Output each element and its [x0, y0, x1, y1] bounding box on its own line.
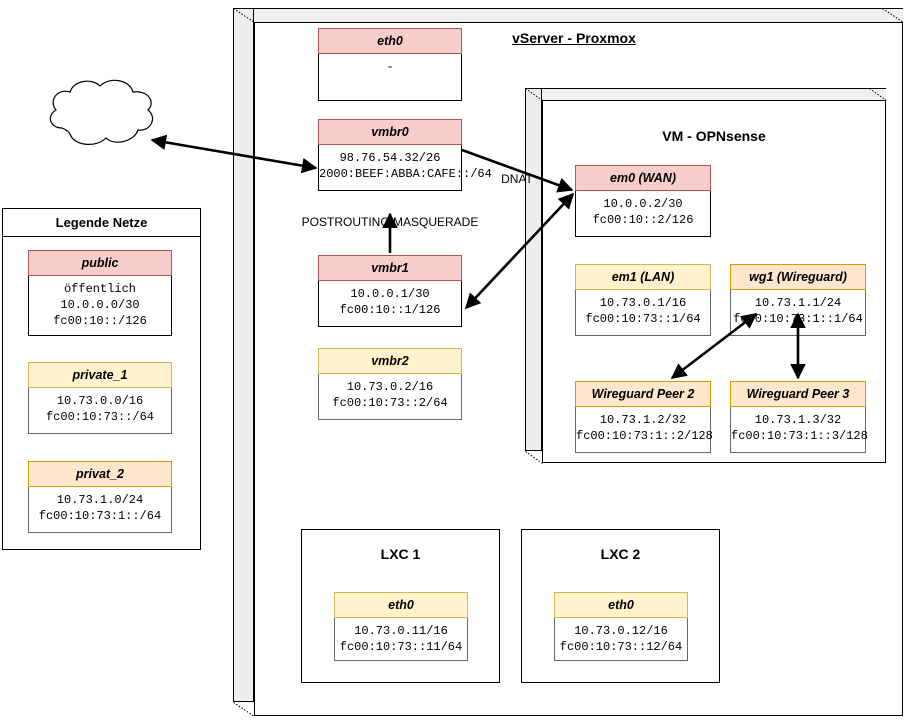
interface-eth0-host-line1: - [386, 60, 394, 74]
interface-eth0-host-name: eth0 [318, 28, 462, 54]
legend-title: Legende Netze [55, 215, 148, 230]
legend-public-line2: 10.0.0.0/30 [60, 298, 140, 312]
interface-vmbr1-line2: fc00:10::1/126 [339, 303, 441, 317]
legend-privat2-name: privat_2 [28, 461, 172, 487]
interface-vmbr0-line1: 98.76.54.32/26 [339, 151, 441, 165]
lxc2-title: LXC 2 [600, 546, 641, 562]
legend-public-line3: fc00:10::/126 [53, 314, 147, 328]
interface-em0-wan: em0 (WAN) 10.0.0.2/30 fc00:10::2/126 [575, 165, 711, 237]
interface-vmbr0-name: vmbr0 [318, 119, 462, 145]
interface-lxc2-eth0-body: 10.73.0.12/16 fc00:10:73::12/64 [554, 618, 688, 661]
legend-privat2-line2: fc00:10:73:1::/64 [38, 509, 162, 523]
wireguard-peer-3-name: Wireguard Peer 3 [730, 381, 866, 407]
interface-em0-line2: fc00:10::2/126 [592, 213, 694, 227]
interface-vmbr2-name: vmbr2 [318, 348, 462, 374]
legend-item-public: public öffentlich 10.0.0.0/30 fc00:10::/… [28, 250, 172, 336]
interface-vmbr2-line2: fc00:10:73::2/64 [332, 396, 448, 410]
interface-em0-line1: 10.0.0.2/30 [603, 197, 683, 211]
page-title: vServer - Proxmox [512, 30, 636, 46]
interface-lxc1-eth0-name: eth0 [334, 592, 468, 618]
wireguard-peer-2-body: 10.73.1.2/32 fc00:10:73:1::2/128 [575, 407, 713, 453]
interface-vmbr1-body: 10.0.0.1/30 fc00:10::1/126 [318, 281, 462, 327]
interface-eth0-host-body: - [318, 54, 462, 101]
proxmox-container-left-face [233, 8, 254, 702]
interface-lxc2-eth0: eth0 10.73.0.12/16 fc00:10:73::12/64 [554, 592, 688, 661]
interface-em0-body: 10.0.0.2/30 fc00:10::2/126 [575, 191, 711, 237]
interface-vmbr2-line1: 10.73.0.2/16 [346, 380, 434, 394]
legend-item-private-1: private_1 10.73.0.0/16 fc00:10:73::/64 [28, 362, 172, 434]
legend-public-body: öffentlich 10.0.0.0/30 fc00:10::/126 [28, 276, 172, 336]
node-wireguard-peer-3: Wireguard Peer 3 10.73.1.3/32 fc00:10:73… [730, 381, 868, 453]
interface-lxc1-eth0-line2: fc00:10:73::11/64 [339, 640, 463, 654]
interface-vmbr1: vmbr1 10.0.0.1/30 fc00:10::1/126 [318, 255, 462, 327]
internet-cloud-icon [49, 79, 153, 145]
wireguard-peer-2-line1: 10.73.1.2/32 [599, 413, 687, 427]
interface-wg1-line1: 10.73.1.1/24 [754, 296, 842, 310]
legend-privat2-line1: 10.73.1.0/24 [56, 493, 144, 507]
legend-public-line1: öffentlich [63, 282, 136, 296]
interface-wg1-body: 10.73.1.1/24 fc00:10:73:1::1/64 [730, 290, 866, 336]
legend-privat2-body: 10.73.1.0/24 fc00:10:73:1::/64 [28, 487, 172, 533]
legend-private1-body: 10.73.0.0/16 fc00:10:73::/64 [28, 388, 172, 434]
interface-em1-body: 10.73.0.1/16 fc00:10:73::1/64 [575, 290, 711, 336]
wireguard-peer-3-line2: fc00:10:73:1::3/128 [731, 429, 868, 443]
interface-eth0-host: eth0 - [318, 28, 462, 101]
interface-wg1-line2: fc00:10:73:1::1/64 [733, 312, 863, 326]
edge-label-masquerade: POSTROUTING MASQUERADE [301, 215, 479, 229]
interface-lxc1-eth0-line1: 10.73.0.11/16 [354, 624, 448, 638]
interface-em1-line2: fc00:10:73::1/64 [585, 312, 701, 326]
interface-lxc2-eth0-line1: 10.73.0.12/16 [574, 624, 668, 638]
interface-em0-name: em0 (WAN) [575, 165, 711, 191]
wireguard-peer-3-line1: 10.73.1.3/32 [754, 413, 842, 427]
interface-wg1-wireguard: wg1 (Wireguard) 10.73.1.1/24 fc00:10:73:… [730, 264, 866, 336]
opnsense-container-top-face [542, 88, 886, 100]
interface-em1-lan: em1 (LAN) 10.73.0.1/16 fc00:10:73::1/64 [575, 264, 711, 336]
legend-public-name: public [28, 250, 172, 276]
interface-vmbr2: vmbr2 10.73.0.2/16 fc00:10:73::2/64 [318, 348, 462, 420]
node-wireguard-peer-2: Wireguard Peer 2 10.73.1.2/32 fc00:10:73… [575, 381, 713, 453]
legend-private1-name: private_1 [28, 362, 172, 388]
lxc1-title: LXC 1 [380, 546, 421, 562]
proxmox-container-top-face [254, 8, 903, 22]
interface-em1-line1: 10.73.0.1/16 [599, 296, 687, 310]
wireguard-peer-2-line2: fc00:10:73:1::2/128 [576, 429, 713, 443]
wireguard-peer-2-name: Wireguard Peer 2 [575, 381, 711, 407]
interface-vmbr0-body: 98.76.54.32/26 2000:BEEF:ABBA:CAFE::/64 [318, 145, 492, 191]
legend-private1-line2: fc00:10:73::/64 [45, 410, 155, 424]
legend-item-privat-2: privat_2 10.73.1.0/24 fc00:10:73:1::/64 [28, 461, 172, 533]
legend-title-divider [2, 236, 201, 237]
interface-lxc2-eth0-name: eth0 [554, 592, 688, 618]
interface-vmbr1-line1: 10.0.0.1/30 [350, 287, 430, 301]
interface-vmbr0: vmbr0 98.76.54.32/26 2000:BEEF:ABBA:CAFE… [318, 119, 492, 191]
interface-vmbr2-body: 10.73.0.2/16 fc00:10:73::2/64 [318, 374, 462, 420]
interface-vmbr0-line2: 2000:BEEF:ABBA:CAFE::/64 [319, 167, 492, 181]
interface-wg1-name: wg1 (Wireguard) [730, 264, 866, 290]
interface-lxc1-eth0: eth0 10.73.0.11/16 fc00:10:73::11/64 [334, 592, 468, 661]
legend-private1-line1: 10.73.0.0/16 [56, 394, 144, 408]
opnsense-container-left-face [525, 88, 542, 451]
edge-label-dnat: DNAT [501, 172, 533, 186]
interface-em1-name: em1 (LAN) [575, 264, 711, 290]
interface-lxc1-eth0-body: 10.73.0.11/16 fc00:10:73::11/64 [334, 618, 468, 661]
interface-lxc2-eth0-line2: fc00:10:73::12/64 [559, 640, 683, 654]
wireguard-peer-3-body: 10.73.1.3/32 fc00:10:73:1::3/128 [730, 407, 868, 453]
vm-title: VM - OPNsense [662, 128, 766, 144]
interface-vmbr1-name: vmbr1 [318, 255, 462, 281]
